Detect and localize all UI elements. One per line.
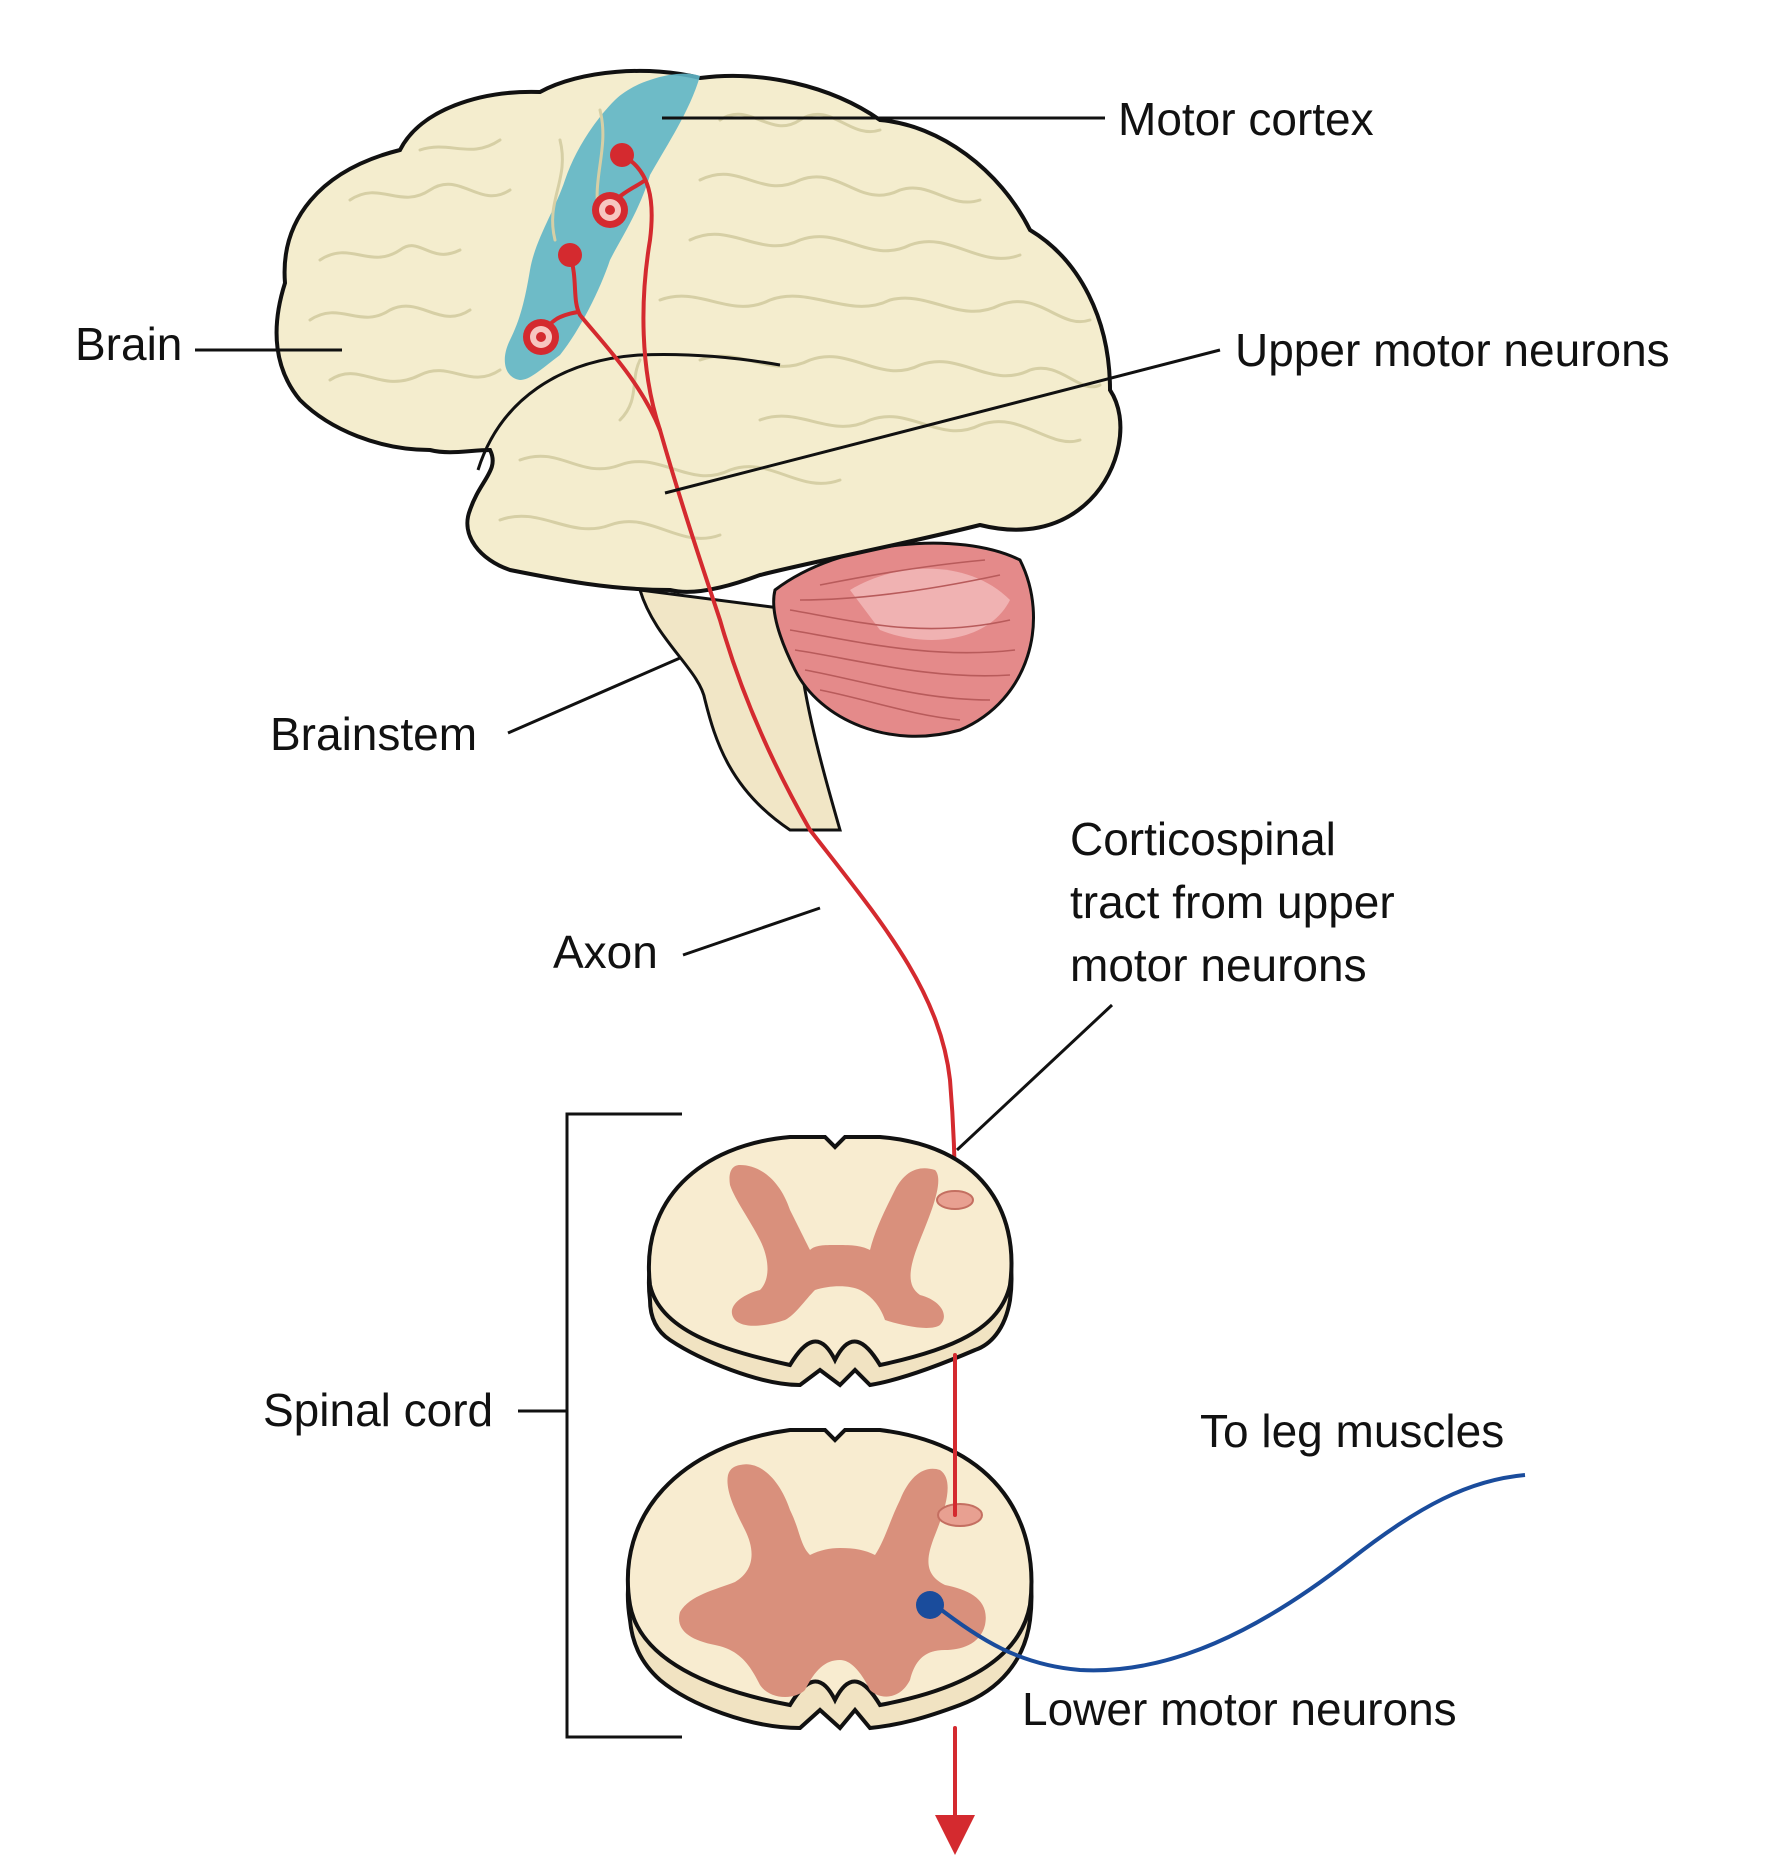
spinal-cord-bracket	[565, 1112, 682, 1739]
leader-upper-motor-neurons	[664, 348, 1221, 495]
neuron-soma	[558, 243, 582, 267]
lower-motor-neuron	[916, 1473, 1526, 1673]
synapse-target-icon	[523, 319, 559, 355]
leader-axon	[682, 906, 821, 957]
label-axon: Axon	[553, 926, 658, 978]
label-to-leg-muscles: To leg muscles	[1200, 1405, 1504, 1457]
label-corticospinal-line3: motor neurons	[1070, 939, 1367, 991]
label-lower-motor-neurons: Lower motor neurons	[1022, 1683, 1457, 1735]
label-motor-cortex: Motor cortex	[1118, 93, 1374, 145]
label-corticospinal-line2: tract from upper	[1070, 876, 1395, 928]
label-brain: Brain	[75, 318, 182, 370]
label-upper-motor-neurons: Upper motor neurons	[1235, 324, 1670, 376]
leader-brainstem	[507, 656, 681, 735]
upper-motor-neurons	[523, 143, 957, 1202]
synapse-target-icon	[592, 192, 628, 228]
brain	[274, 68, 1123, 594]
leader-corticospinal	[955, 1003, 1114, 1152]
grey-matter	[729, 1165, 944, 1328]
spinal-cord-section-upper	[646, 1135, 1014, 1388]
label-brainstem: Brainstem	[270, 708, 477, 760]
neuron-soma	[610, 143, 634, 167]
motor-cortex-region	[504, 73, 700, 381]
label-spinal-cord: Spinal cord	[263, 1384, 493, 1436]
spinal-cord-section-lower	[625, 1428, 1034, 1731]
corticospinal-tract-spot	[936, 1190, 974, 1210]
grey-matter	[679, 1464, 986, 1697]
cerebellum	[772, 541, 1035, 738]
label-corticospinal-line1: Corticospinal	[1070, 813, 1336, 865]
corticospinal-tract-spot	[937, 1503, 983, 1527]
